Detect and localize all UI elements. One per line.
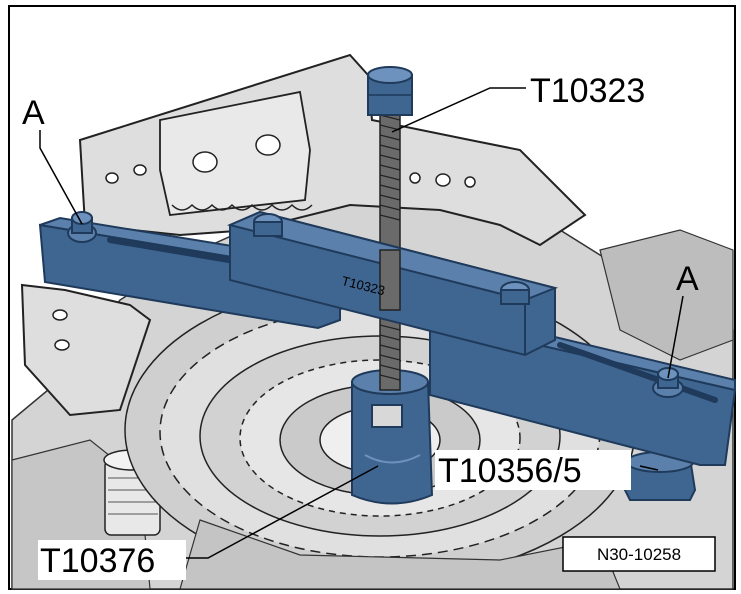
sleeve-t10376 bbox=[351, 369, 434, 505]
callout-a-right: A bbox=[676, 260, 699, 298]
callout-t10356-5-bg bbox=[435, 450, 631, 490]
cross-bar-t10323: T10323 bbox=[226, 210, 559, 357]
callout-t10356-5: T10356/5 bbox=[438, 452, 582, 490]
figure-reference: N30-10258 bbox=[597, 545, 681, 564]
callout-t10323: T10323 bbox=[530, 72, 645, 110]
bracket-plate bbox=[20, 53, 587, 417]
leader-lines bbox=[39, 87, 684, 559]
callout-a-left: A bbox=[22, 94, 45, 132]
callout-t10376: T10376 bbox=[40, 542, 155, 580]
figure-reference-box: N30-10258 bbox=[562, 536, 716, 572]
callout-t10376-bg bbox=[38, 540, 186, 580]
